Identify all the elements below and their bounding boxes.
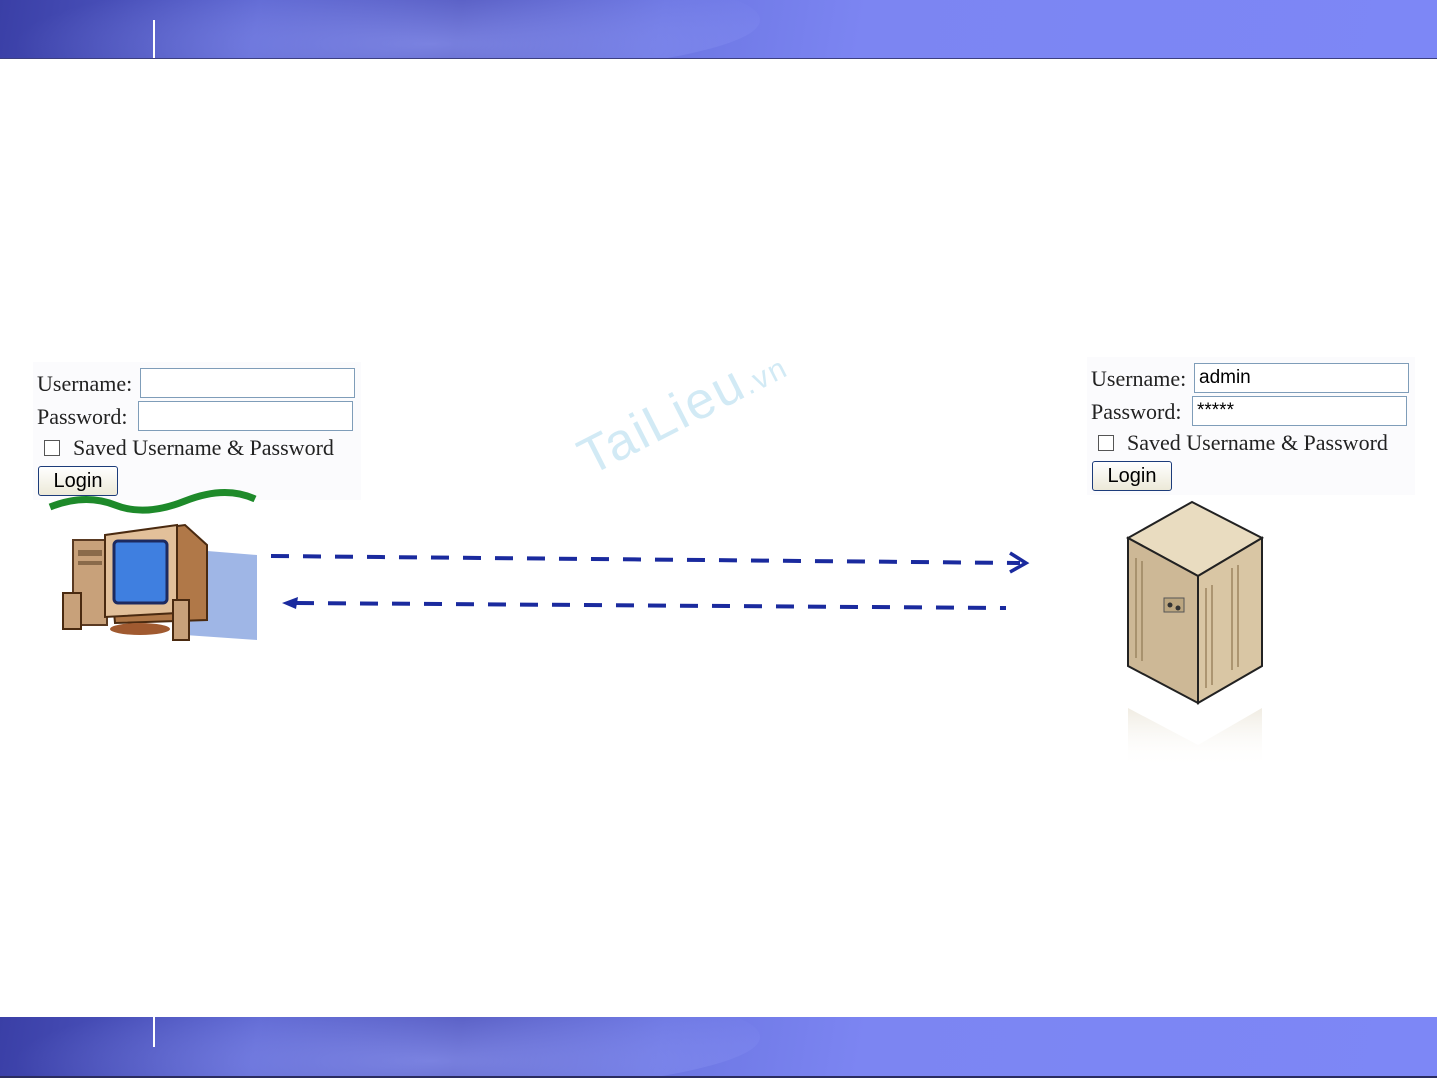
client-username-label: Username: (37, 371, 132, 397)
watermark: TaiLieu.vn (569, 332, 797, 488)
footer-swoosh (0, 1017, 760, 1078)
client-login-button[interactable]: Login (38, 466, 118, 496)
client-password-label: Password: (37, 404, 127, 430)
client-password-input[interactable] (138, 401, 353, 431)
header-swoosh (0, 0, 760, 59)
client-remember-label: Saved Username & Password (73, 435, 334, 461)
desktop-computer-icon (45, 495, 260, 645)
server-password-label: Password: (1091, 399, 1181, 425)
server-username-label: Username: (1091, 366, 1186, 392)
client-login-form: Username: Password: Saved Username & Pas… (33, 362, 361, 500)
response-arrow (280, 592, 1010, 614)
watermark-text: TaiLieu (569, 354, 755, 487)
client-username-input[interactable] (140, 368, 355, 398)
server-password-input[interactable] (1192, 396, 1407, 426)
server-login-button[interactable]: Login (1092, 461, 1172, 491)
footer-band (0, 1017, 1437, 1078)
client-remember-checkbox[interactable] (44, 440, 60, 456)
server-tower-icon (1120, 498, 1270, 778)
request-arrow (268, 545, 1038, 575)
footer-divider (153, 1017, 155, 1047)
header-band (0, 0, 1437, 59)
server-username-input[interactable] (1194, 363, 1409, 393)
header-divider (153, 20, 155, 58)
server-login-form: Username: Password: Saved Username & Pas… (1087, 357, 1415, 495)
server-remember-label: Saved Username & Password (1127, 430, 1388, 456)
server-remember-checkbox[interactable] (1098, 435, 1114, 451)
